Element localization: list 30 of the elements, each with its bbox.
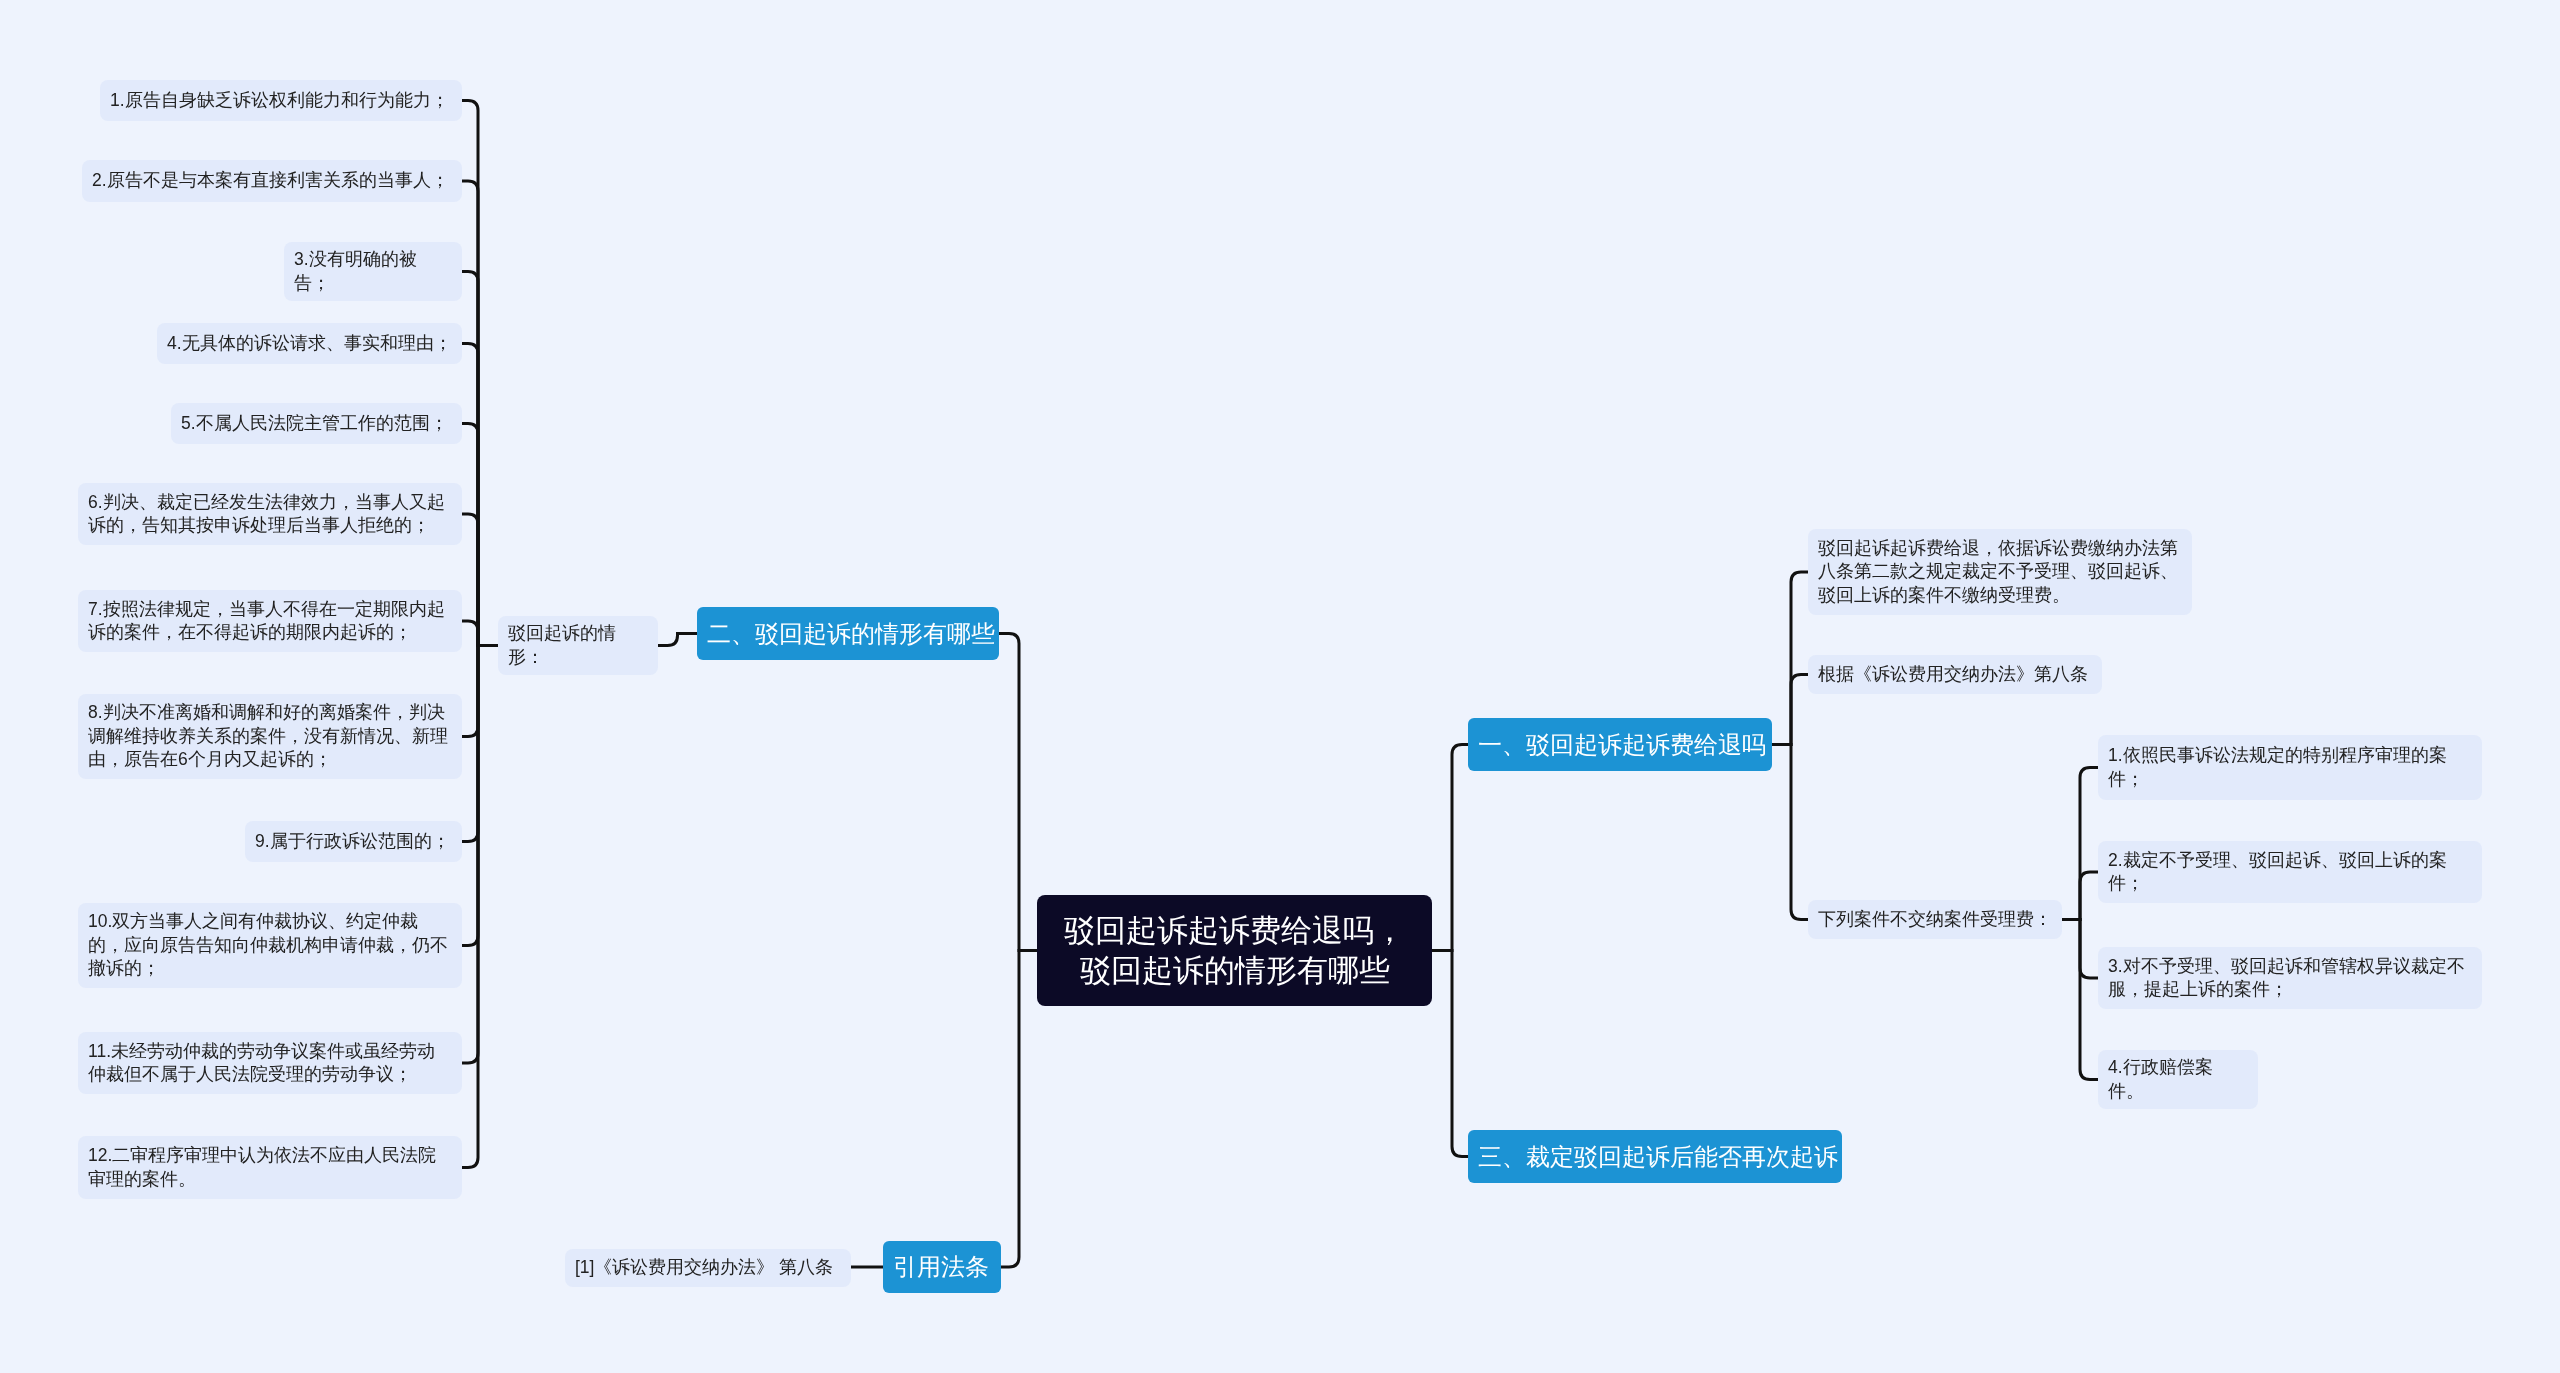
connector-line: [1001, 949, 1037, 1269]
leaf-box: 驳回起诉起诉费给退，依据诉讼费缴纳办法第八条第二款之规定裁定不予受理、驳回起诉、驳回上诉的案件不缴纳受理费。: [1808, 529, 2192, 615]
connector-line: [851, 1265, 883, 1269]
leaf-box: 11.未经劳动仲裁的劳动争议案件或虽经劳动仲裁但不属于人民法院受理的劳动争议；: [78, 1032, 462, 1094]
leaf-box: 下列案件不交纳案件受理费：: [1808, 900, 2062, 939]
leaf-box: [1]《诉讼费用交纳办法》 第八条: [565, 1249, 851, 1287]
leaf-box: 2.原告不是与本案有直接利害关系的当事人；: [82, 160, 462, 202]
branch-box: 一、驳回起诉起诉费给退吗: [1468, 718, 1772, 771]
branch-box: 二、驳回起诉的情形有哪些: [697, 607, 999, 660]
leaf-box: 10.双方当事人之间有仲裁协议、约定仲裁的，应向原告告知向仲裁机构申请仲裁，仍不撤诉的；: [78, 903, 462, 988]
leaf-box: 8.判决不准离婚和调解和好的离婚案件，判决调解维持收养关系的案件，没有新情况、新理由，原告在6个月内又起诉的；: [78, 694, 462, 779]
leaf-box: 7.按照法律规定，当事人不得在一定期限内起诉的案件，在不得起诉的期限内起诉的；: [78, 590, 462, 652]
connector-line: [2062, 918, 2098, 1081]
leaf-box: 3.对不予受理、驳回起诉和管辖权异议裁定不服，提起上诉的案件；: [2098, 947, 2482, 1009]
branch-box: 引用法条: [883, 1241, 1001, 1293]
leaf-box: 2.裁定不予受理、驳回起诉、驳回上诉的案件；: [2098, 841, 2482, 903]
leaf-box: 12.二审程序审理中认为依法不应由人民法院审理的案件。: [78, 1136, 462, 1199]
leaf-box: 驳回起诉的情形：: [498, 616, 658, 675]
branch-box: 三、裁定驳回起诉后能否再次起诉: [1468, 1130, 1842, 1183]
connector-line: [658, 632, 697, 647]
leaf-box: 6.判决、裁定已经发生法律效力，当事人又起诉的，告知其按申诉处理后当事人拒绝的；: [78, 483, 462, 545]
leaf-box: 5.不属人民法院主管工作的范围；: [171, 403, 462, 444]
central-topic-box: 驳回起诉起诉费给退吗，驳回起诉的情形有哪些: [1037, 895, 1432, 1006]
leaf-box: 9.属于行政诉讼范围的；: [245, 821, 462, 862]
leaf-box: 1.依照民事诉讼法规定的特别程序审理的案件；: [2098, 735, 2482, 800]
leaf-box: 4.无具体的诉讼请求、事实和理由；: [157, 323, 462, 364]
leaf-box: 1.原告自身缺乏诉讼权利能力和行为能力；: [100, 80, 462, 121]
leaf-box: 3.没有明确的被告；: [284, 242, 462, 301]
leaf-box: 4.行政赔偿案件。: [2098, 1050, 2258, 1109]
leaf-box: 根据《诉讼费用交纳办法》第八条: [1808, 655, 2102, 694]
